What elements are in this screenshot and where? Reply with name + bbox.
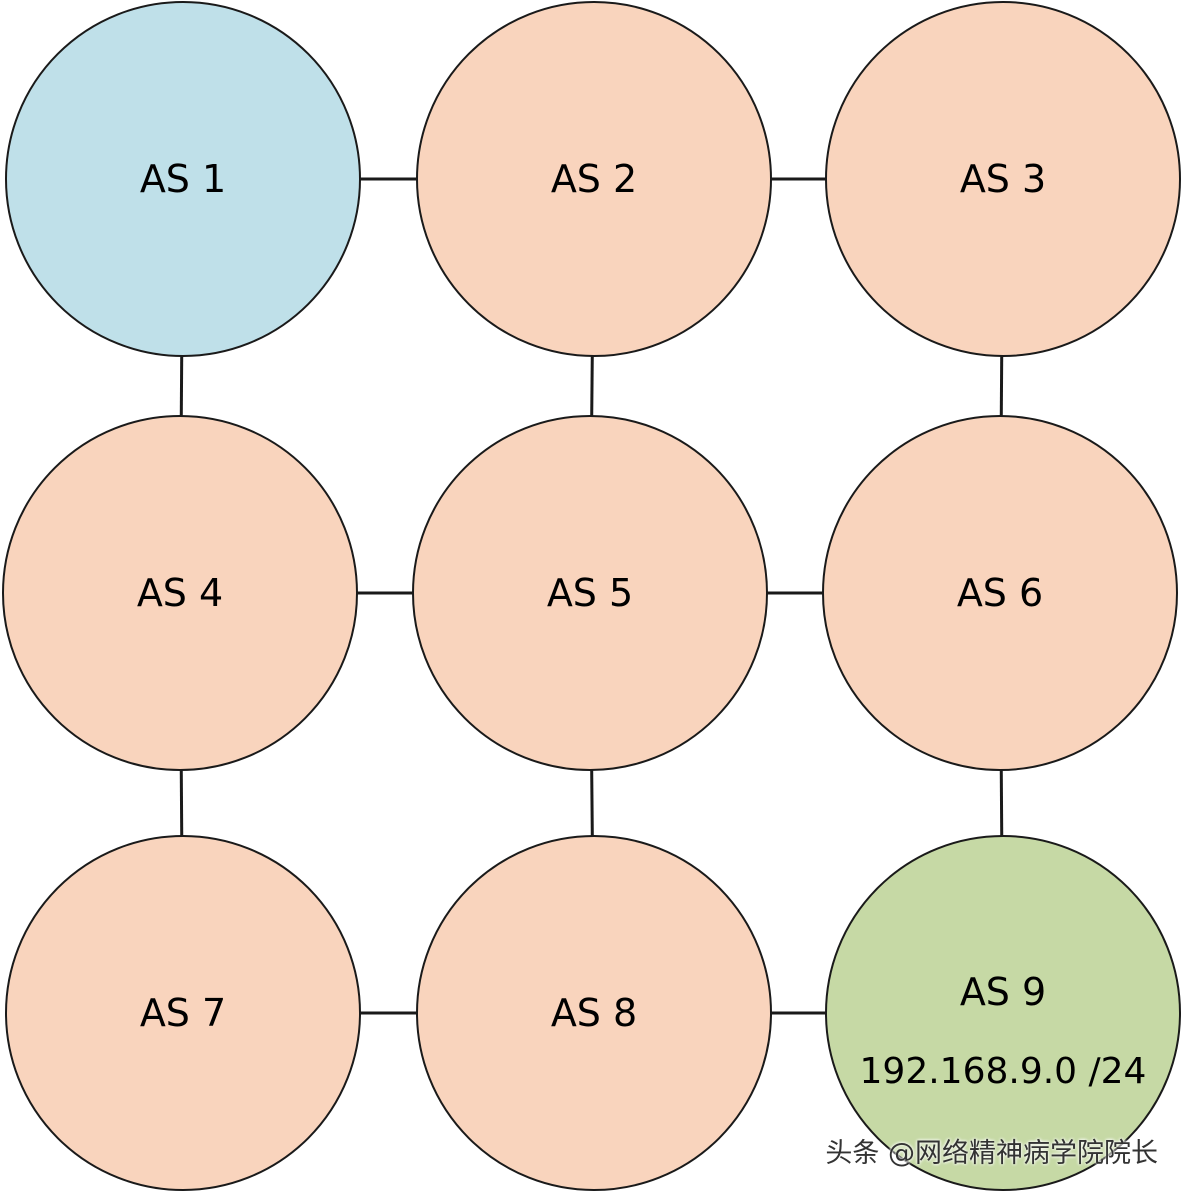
node-as7: AS 7: [5, 835, 361, 1191]
node-circle-as2: [416, 1, 772, 357]
node-label-as1: AS 1: [140, 157, 226, 201]
watermark-text: 头条 @网络精神病学院院长: [825, 1138, 1158, 1169]
node-circle-as8: [416, 835, 772, 1191]
node-as4: AS 4: [2, 415, 358, 771]
node-label-as7: AS 7: [140, 991, 226, 1035]
node-circle-as1: [5, 1, 361, 357]
node-label-as2: AS 2: [551, 157, 637, 201]
node-as9: AS 9 192.168.9.0 /24: [825, 835, 1181, 1191]
node-circle-as9: [825, 835, 1181, 1191]
node-sublabel-as9: 192.168.9.0 /24: [860, 1051, 1147, 1092]
node-as3: AS 3: [825, 1, 1181, 357]
node-as5: AS 5: [412, 415, 768, 771]
node-label-as6: AS 6: [957, 571, 1043, 615]
node-circle-as3: [825, 1, 1181, 357]
node-label-as8: AS 8: [551, 991, 637, 1035]
node-as1: AS 1: [5, 1, 361, 357]
node-circle-as6: [822, 415, 1178, 771]
node-as8: AS 8: [416, 835, 772, 1191]
node-label-as3: AS 3: [960, 157, 1046, 201]
node-circle-as4: [2, 415, 358, 771]
node-circle-as5: [412, 415, 768, 771]
node-as6: AS 6: [822, 415, 1178, 771]
node-label-as9: AS 9: [960, 970, 1046, 1014]
node-as2: AS 2: [416, 1, 772, 357]
node-label-as5: AS 5: [547, 571, 633, 615]
node-circle-as7: [5, 835, 361, 1191]
node-label-as4: AS 4: [137, 571, 223, 615]
